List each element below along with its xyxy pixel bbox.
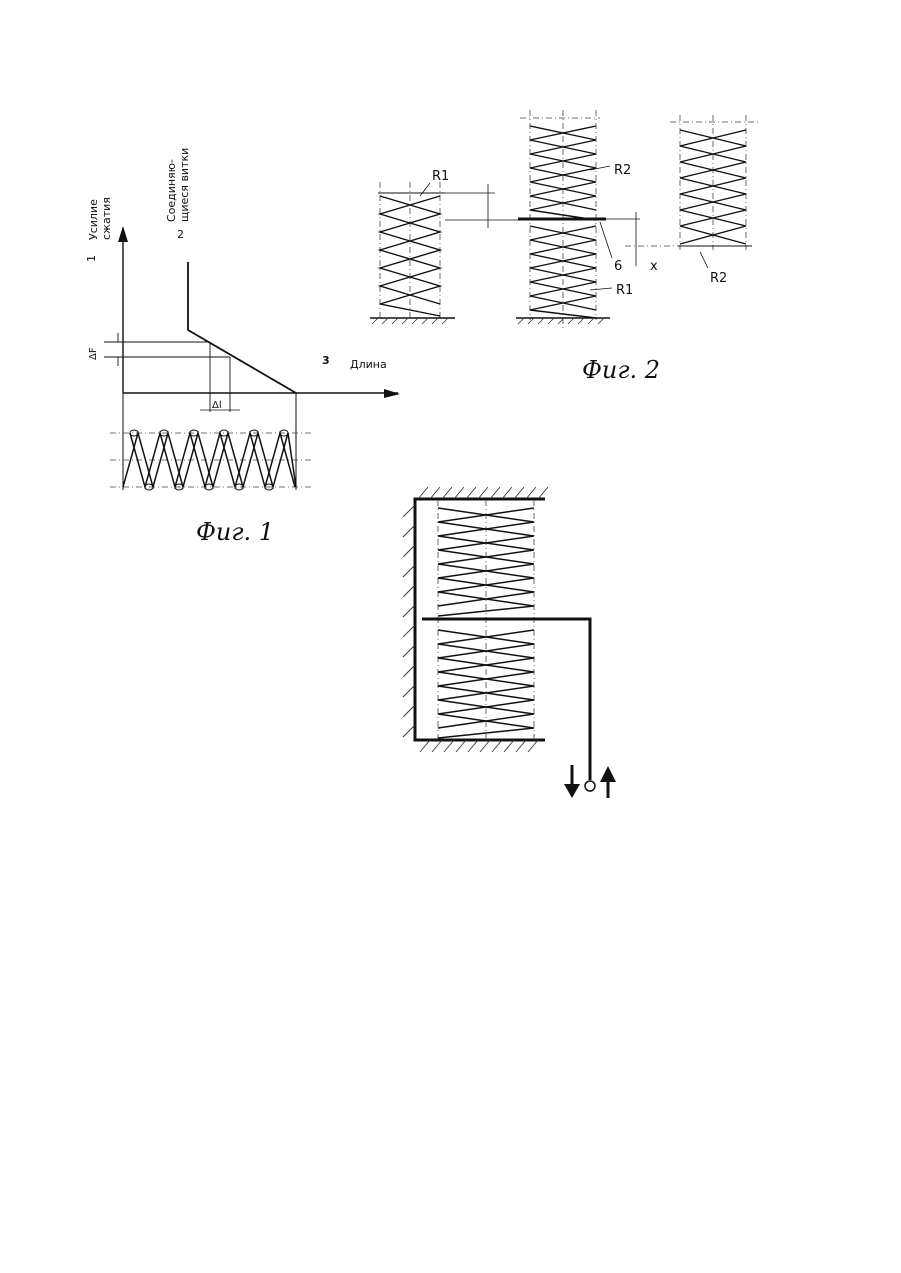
fig1-spring (110, 430, 312, 490)
fig1-x-marker: 3 (322, 354, 330, 367)
fig2-spring-middle (516, 110, 680, 330)
fig1-delta-l-label: Δl (212, 400, 222, 411)
fig1-delta-f-label: ΔF (88, 347, 99, 360)
fig1-coil-marker: 2 (177, 228, 184, 241)
fig2-caption: Фиг. 2 (582, 356, 660, 384)
fig1-y-axis-arrow (118, 226, 128, 242)
fig3-terminal (585, 781, 595, 791)
fig1-y-marker: 1 (85, 255, 98, 262)
fig3-hatch-top (418, 487, 548, 499)
fig2-spring-left (370, 182, 520, 324)
fig3-spring-assembly (403, 487, 616, 798)
fig1-y-label-1: Усилие (87, 199, 100, 240)
fig1-coil-label-2: щиеся витки (178, 148, 191, 222)
fig3-hatch-left (403, 505, 415, 737)
fig2-label-6: 6 (614, 259, 622, 274)
fig2-label-x: x (650, 259, 658, 274)
fig3-arrow-up-icon (600, 766, 616, 782)
fig3-arrow-down-icon (564, 784, 580, 798)
fig1-coil-label-1: Соединяю- (165, 159, 178, 222)
fig2-label-r1-mid: R1 (616, 283, 633, 298)
fig2-spring-right (670, 115, 760, 268)
fig2-label-r1-left: R1 (432, 169, 449, 184)
fig1-caption: Фиг. 1 (196, 518, 274, 546)
fig1-y-label-2: сжатия (100, 197, 113, 240)
fig2-label-r2-mid: R2 (614, 163, 631, 178)
fig2-label-r2-right: R2 (710, 271, 727, 286)
fig1-force-curve (188, 262, 296, 393)
fig1-x-axis-arrow (384, 389, 400, 398)
fig1-x-label: Длина (350, 358, 387, 371)
fig3-hatch-bottom (420, 740, 538, 752)
